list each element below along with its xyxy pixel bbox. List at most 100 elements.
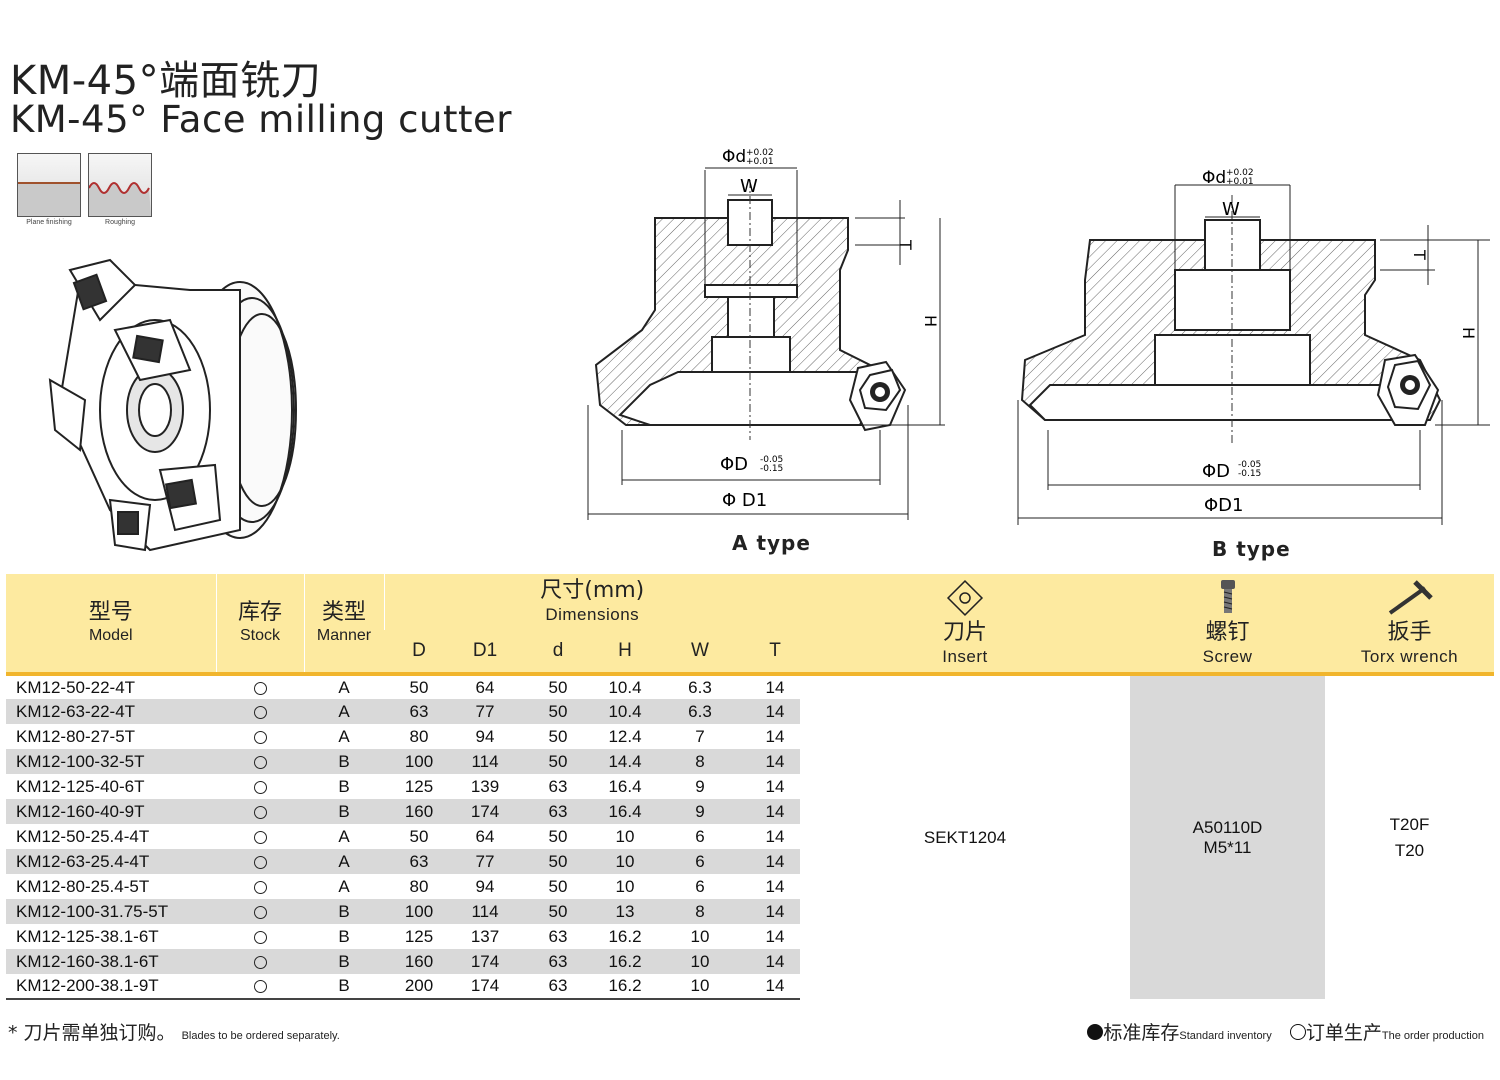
cell-model: KM12-63-25.4-4T [6, 849, 216, 874]
legend-order-en: The order production [1381, 1030, 1484, 1042]
cell-manner: B [338, 926, 350, 946]
svg-text:-0.05: -0.05 [760, 455, 783, 465]
stock-circle-icon [253, 830, 267, 844]
cell-stock [216, 774, 304, 799]
cell-manner: B [304, 899, 384, 924]
plane-finishing-label: Plane finishing [26, 219, 72, 226]
b-t-dim: T [1410, 249, 1429, 260]
cell-stock [216, 674, 304, 699]
cell-model: KM12-80-25.4-5T [16, 876, 150, 896]
cell-D1: 64 [475, 677, 495, 697]
cell-T: 14 [750, 849, 800, 874]
a-d-dim: ΦD [720, 454, 748, 475]
cell-stock [216, 749, 304, 774]
stock-circle-icon [253, 805, 267, 819]
cell-W: 8 [650, 749, 750, 774]
cell-manner: B [304, 974, 384, 1000]
cell-W: 6 [650, 849, 750, 874]
cell-W: 6 [695, 876, 705, 896]
cell-model: KM12-63-22-4T [6, 699, 216, 724]
cell-stock [216, 824, 304, 849]
cell-H: 12.4 [608, 726, 642, 746]
cell-T: 14 [750, 949, 800, 974]
cell-d: 50 [548, 677, 568, 697]
cell-D1: 77 [454, 849, 516, 874]
cell-stock [216, 699, 304, 724]
cutter-illustration [48, 258, 297, 552]
cell-model: KM12-160-40-9T [6, 799, 216, 824]
footnote-en: Blades to be ordered separately. [181, 1030, 340, 1042]
stock-circle-icon [253, 705, 267, 719]
cell-d: 50 [548, 826, 568, 846]
stock-circle-icon [253, 755, 267, 769]
cell-D: 160 [384, 799, 454, 824]
cell-manner: B [304, 749, 384, 774]
svg-text:-0.15: -0.15 [1238, 469, 1261, 479]
svg-text:+0.01: +0.01 [1226, 177, 1254, 187]
cell-H: 10 [600, 849, 650, 874]
stock-circle-icon [253, 880, 267, 894]
cell-H: 16.2 [600, 949, 650, 974]
cell-D1: 137 [470, 926, 500, 946]
cell-D: 63 [384, 699, 454, 724]
cell-W: 6.3 [688, 677, 712, 697]
cell-D: 63 [384, 849, 454, 874]
cell-model: KM12-100-31.75-5T [6, 899, 216, 924]
cell-T: 14 [750, 749, 800, 774]
cell-H: 16.4 [600, 799, 650, 824]
footnote-cn: * 刀片需单独订购。 [8, 1022, 176, 1044]
cell-manner: A [304, 699, 384, 724]
cell-D1: 94 [475, 726, 495, 746]
cell-D: 200 [384, 974, 454, 1000]
th-dimensions: 尺寸(mm)Dimensions [383, 574, 800, 630]
b-d1-dim: ΦD1 [1204, 495, 1243, 516]
cell-d: 50 [548, 726, 568, 746]
th-dim-T: T [750, 630, 800, 674]
a-bore-dim: Φd [722, 147, 746, 167]
cell-D1: 174 [454, 949, 516, 974]
cell-manner: A [338, 726, 350, 746]
cell-T: 14 [750, 799, 800, 824]
stock-circle-icon [253, 780, 267, 794]
cell-D: 160 [384, 949, 454, 974]
cell-stock [216, 949, 304, 974]
cell-H: 16.4 [608, 776, 642, 796]
cell-W: 10 [650, 949, 750, 974]
screw-size: M5*11 [1203, 837, 1252, 857]
cell-stock [216, 874, 304, 899]
cell-d: 50 [516, 899, 600, 924]
cell-D1: 114 [454, 749, 516, 774]
cell-D: 100 [384, 749, 454, 774]
b-type-drawing: Φd +0.02 +0.01 W T H ΦD -0.05 -0.15 ΦD1 [1017, 168, 1490, 525]
cell-d: 63 [516, 799, 600, 824]
stock-circle-icon [253, 980, 267, 994]
cell-T: 14 [765, 926, 785, 946]
wrench-code-1: T20F [1389, 814, 1430, 834]
cell-H: 10.4 [600, 699, 650, 724]
b-d-dim: ΦD [1202, 461, 1230, 482]
table-row: KM12-50-22-4T A 50 64 50 10.4 6.3 14 SEK… [6, 674, 1494, 999]
cell-D1: 114 [454, 899, 516, 924]
cell-D1: 94 [475, 876, 495, 896]
stock-circle-icon [253, 855, 267, 869]
cell-W: 7 [695, 726, 705, 746]
roughing-label: Roughing [105, 219, 135, 226]
svg-text:+0.01: +0.01 [746, 157, 774, 167]
legend-stock-en: Standard inventory [1179, 1030, 1272, 1042]
stock-circle-icon [253, 905, 267, 919]
